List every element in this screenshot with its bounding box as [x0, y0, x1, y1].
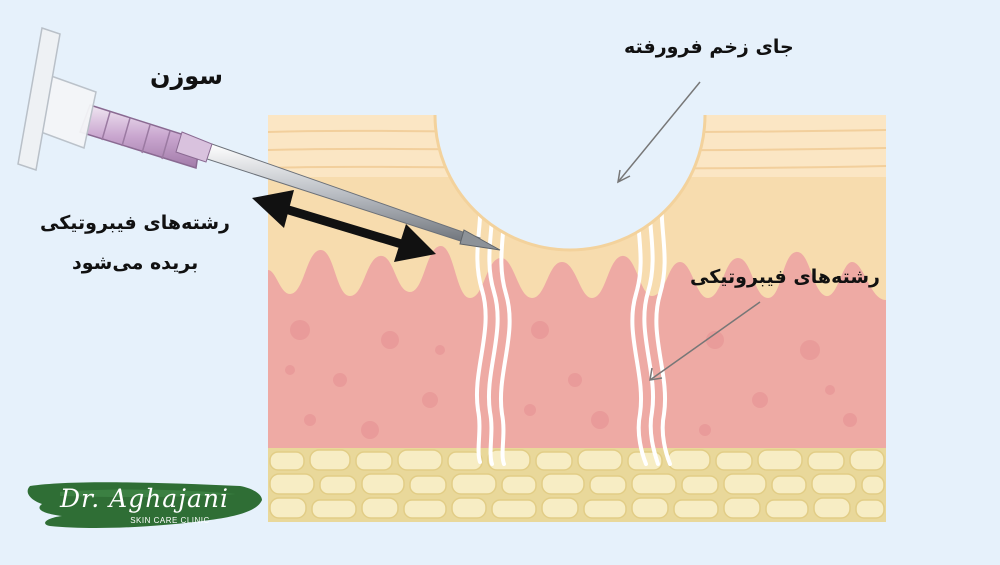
logo-name: Dr. Aghajani — [60, 484, 229, 513]
needle-label: سوزن — [150, 62, 223, 90]
cut-fibers-label-line2: بریده می‌شود — [72, 252, 199, 274]
fibers-pointer-arrowhead — [649, 367, 663, 381]
logo-subtitle: SKIN CARE CLINIC — [130, 516, 210, 525]
needle-tip — [459, 229, 501, 251]
fibrotic-fibers-label: رشته‌های فیبروتیکی — [690, 266, 880, 288]
hub-collar — [175, 131, 213, 163]
scar-depression — [433, 114, 707, 252]
syringe — [17, 27, 501, 251]
fibrotic-fibers-right — [630, 182, 672, 466]
skin-cross-section — [268, 115, 886, 522]
fat-cells — [269, 449, 885, 519]
movement-arrow — [252, 190, 436, 262]
syringe-flange — [17, 27, 61, 171]
scar-pointer-arrowhead — [617, 169, 631, 184]
fibers-pointer-line — [649, 301, 761, 381]
scar-pointer-line — [617, 81, 701, 183]
dermis-spots — [285, 320, 857, 439]
logo-brush-streak — [60, 489, 236, 498]
fibrotic-fibers-left — [475, 182, 512, 466]
hub-ribs — [101, 111, 171, 160]
scar-site-label: جای زخم فرورفته — [624, 36, 794, 58]
cut-fibers-label-line1: رشته‌های فیبروتیکی — [40, 212, 230, 234]
movement-arrowhead-right — [394, 224, 436, 262]
movement-arrowhead-left — [252, 190, 294, 228]
